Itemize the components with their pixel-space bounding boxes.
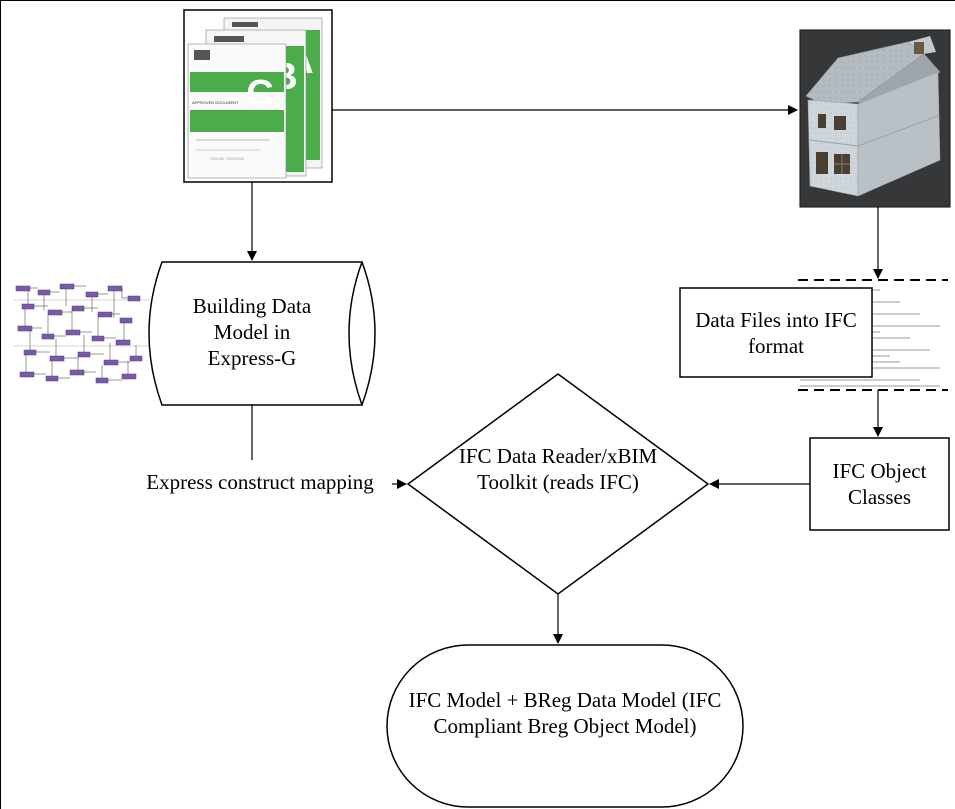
doc-small-text-online: ONLINE VERSION (210, 156, 244, 161)
result-terminator (386, 644, 744, 808)
data-model-cylinder (148, 261, 376, 406)
doc-small-text-approved: APPROVED DOCUMENT (192, 100, 239, 105)
data-model-label: Building Data Model in Express-G (192, 294, 312, 370)
reader-label: IFC Data Reader/xBIM Toolkit (reads IFC) (458, 444, 658, 494)
doc-letter-c: C (246, 73, 273, 115)
house-3d-render-image (799, 29, 951, 208)
object-classes-label: IFC Object Classes (832, 459, 927, 509)
express-mapping-label: Express construct mapping (146, 470, 374, 494)
data-files-box (679, 287, 873, 378)
express-g-diagram-image (12, 280, 152, 388)
building-regulations-documents-image: A B C APPROVED DOCUMENT ONLINE VERSI (183, 9, 333, 183)
data-files-label: Data Files into IFC format (695, 308, 857, 358)
object-classes-box (809, 437, 950, 531)
result-label: IFC Model + BReg Data Model (IFC Complia… (408, 688, 722, 738)
doc-page-c: C APPROVED DOCUMENT ONLINE VERSION (187, 43, 287, 179)
